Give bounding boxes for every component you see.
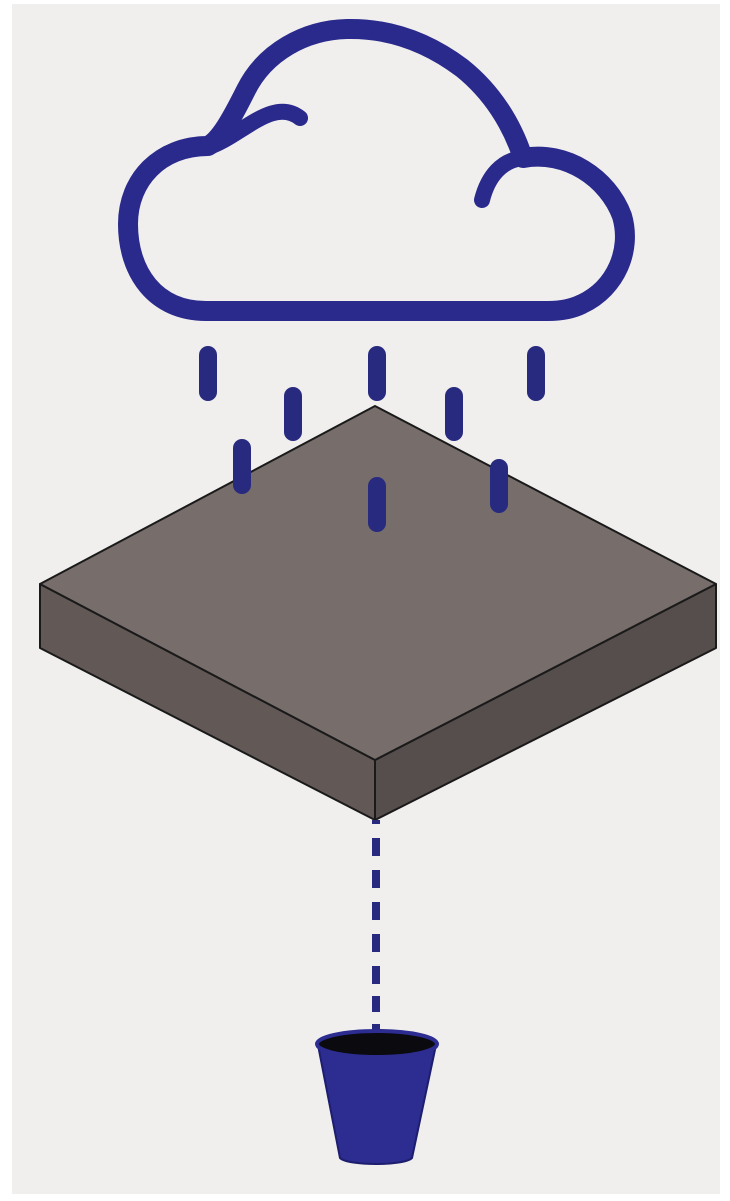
slab xyxy=(40,406,716,820)
cloud-icon xyxy=(128,29,625,311)
bucket-icon xyxy=(317,1031,437,1164)
slab-top-face xyxy=(40,406,716,760)
bucket-body xyxy=(318,1045,436,1164)
bucket-rim xyxy=(317,1031,437,1057)
